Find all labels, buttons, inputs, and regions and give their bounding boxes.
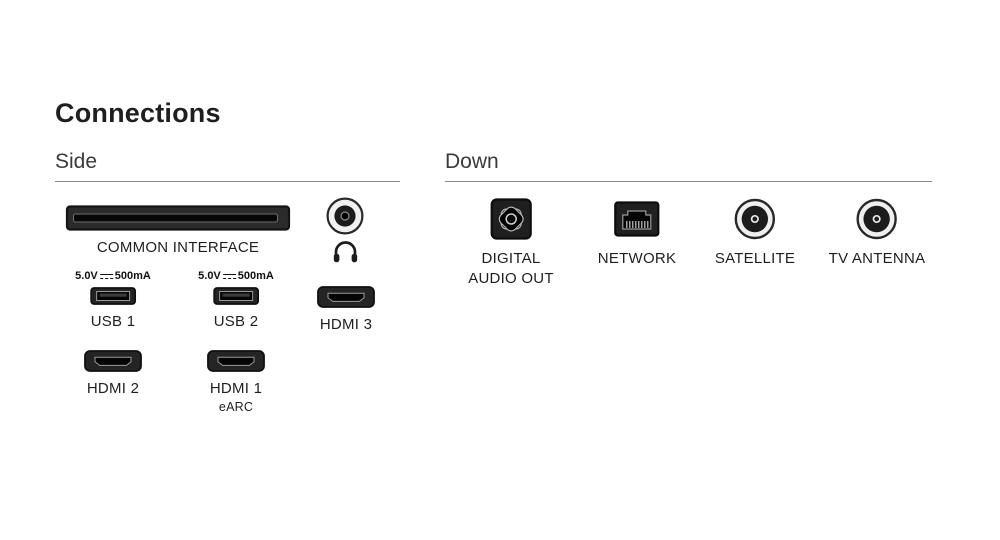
usb2-current: 500mA <box>237 270 274 282</box>
hdmi1-port-group: HDMI 1 eARC <box>207 350 265 414</box>
hdmi-port-icon <box>317 286 375 308</box>
digital-audio-out-label-line2: AUDIO OUT <box>468 270 554 288</box>
dc-current-icon <box>99 272 113 281</box>
usb-port-icon <box>90 287 136 305</box>
usb1-voltage: 5.0V <box>75 270 98 282</box>
hdmi3-port-group: HDMI 3 <box>317 286 375 335</box>
headphone-port-group <box>326 197 364 263</box>
network-icon-wrap <box>614 196 660 242</box>
digital-audio-out-icon-wrap <box>490 196 532 242</box>
hdmi1-earc-label: eARC <box>218 400 254 415</box>
usb-port-icon <box>213 287 259 305</box>
side-section-header: Side <box>55 150 400 182</box>
network-label: NETWORK <box>597 250 677 267</box>
down-heading: Down <box>445 150 499 173</box>
usb1-port-group: 5.0V 500mA USB 1 <box>75 270 151 332</box>
optical-audio-port-icon <box>490 198 532 240</box>
usb2-label: USB 2 <box>213 313 259 330</box>
dc-current-icon <box>222 272 236 281</box>
usb1-current: 500mA <box>114 270 151 282</box>
hdmi-port-icon <box>207 350 265 372</box>
common-interface-slot-icon <box>65 205 291 231</box>
tv-antenna-label: TV ANTENNA <box>828 250 926 267</box>
satellite-port-group: SATELLITE <box>715 196 795 269</box>
ethernet-port-icon <box>614 201 660 237</box>
down-section-header: Down <box>445 150 932 182</box>
usb2-port-group: 5.0V 500mA USB 2 <box>198 270 274 332</box>
antenna-coax-port-icon <box>856 198 898 240</box>
usb1-label: USB 1 <box>90 313 136 330</box>
hdmi2-label: HDMI 2 <box>86 380 140 397</box>
usb2-power-rating: 5.0V 500mA <box>198 270 274 282</box>
headphone-jack-icon <box>326 197 364 235</box>
digital-audio-out-port-group: DIGITAL AUDIO OUT <box>468 196 554 290</box>
tv-antenna-port-group: TV ANTENNA <box>829 196 926 269</box>
usb1-power-rating: 5.0V 500mA <box>75 270 151 282</box>
usb2-voltage: 5.0V <box>198 270 221 282</box>
digital-audio-out-label: DIGITAL AUDIO OUT <box>468 249 554 290</box>
page-title: Connections <box>55 98 221 128</box>
common-interface-label: COMMON INTERFACE <box>96 239 260 256</box>
satellite-coax-port-icon <box>734 198 776 240</box>
hdmi3-label: HDMI 3 <box>319 316 373 333</box>
side-heading: Side <box>55 150 98 173</box>
digital-audio-out-label-line1: DIGITAL <box>481 250 541 267</box>
tv-antenna-icon-wrap <box>856 196 898 242</box>
headphones-icon <box>333 241 357 263</box>
hdmi2-port-group: HDMI 2 <box>84 350 142 399</box>
hdmi1-label: HDMI 1 <box>209 380 263 397</box>
satellite-label: SATELLITE <box>714 250 796 267</box>
network-port-group: NETWORK <box>598 196 676 269</box>
hdmi-port-icon <box>84 350 142 372</box>
satellite-icon-wrap <box>734 196 776 242</box>
common-interface-port-group: COMMON INTERFACE <box>65 205 291 258</box>
